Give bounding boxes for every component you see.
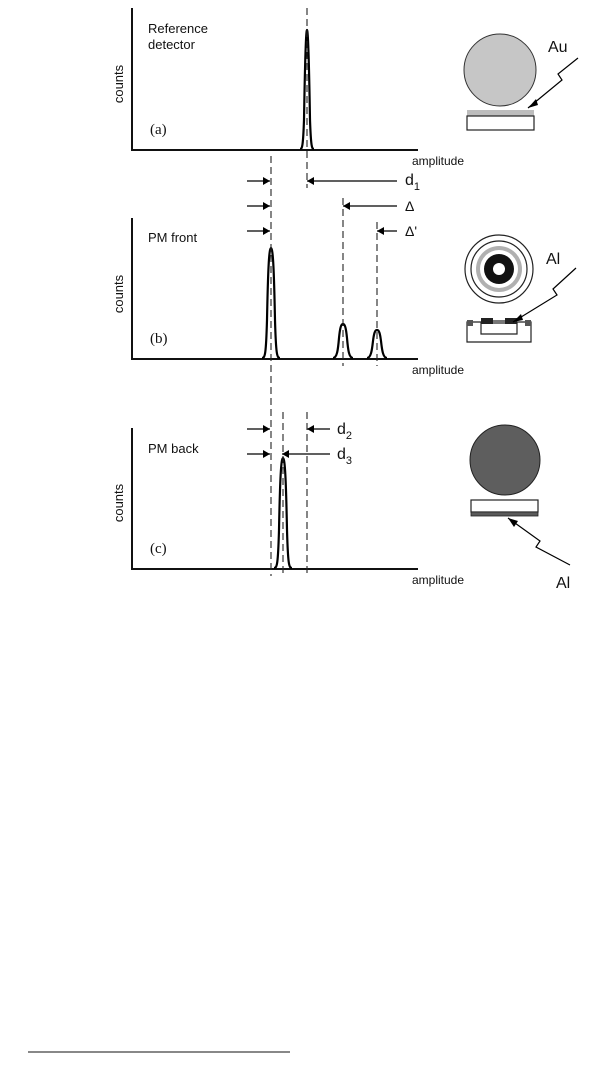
panel-c-detector-disk xyxy=(470,425,540,495)
d3-left-arrowhead xyxy=(263,450,270,458)
d2-label: d2 xyxy=(337,421,352,442)
contact-right-outer xyxy=(525,320,531,326)
d2-left-arrowhead xyxy=(263,425,270,433)
contact-left-inner xyxy=(481,318,493,324)
panel-c-xlabel: amplitude xyxy=(412,573,464,587)
panel-b-detector-rings xyxy=(465,235,533,303)
panel-c-substrate xyxy=(471,500,538,512)
delta-right-arrowhead xyxy=(343,202,350,210)
panel-a-substrate xyxy=(467,116,534,130)
shift-annotations-top: d1 Δ Δ' xyxy=(247,172,420,239)
ring-center xyxy=(493,263,505,275)
panel-a-title-line1: Reference xyxy=(148,21,208,36)
panel-c-beam-arrow xyxy=(508,518,570,565)
cross-section-body xyxy=(467,322,531,342)
panel-c-title: PM back xyxy=(148,441,199,456)
d3-label: d3 xyxy=(337,446,352,467)
delta-prime-right-arrowhead xyxy=(377,227,384,235)
d1-label: d1 xyxy=(405,172,420,193)
shift-annotations-bottom: d2 d3 xyxy=(247,421,352,467)
delta-prime-left-arrowhead xyxy=(263,227,270,235)
panel-c-contact-label: Al xyxy=(556,575,570,592)
d1-right-arrowhead xyxy=(307,177,314,185)
panel-c-al-layer xyxy=(471,512,538,516)
panel-c-ylabel: counts xyxy=(111,483,126,522)
panel-a-contact-label: Au xyxy=(548,39,568,56)
delta-label: Δ xyxy=(405,198,414,214)
panel-b-title: PM front xyxy=(148,230,198,245)
al-layer-center xyxy=(493,320,505,324)
panel-a-detector-disk xyxy=(464,34,536,106)
panel-a-xlabel: amplitude xyxy=(412,154,464,168)
panel-a-ylabel: counts xyxy=(111,64,126,103)
panel-b-letter: (b) xyxy=(150,331,168,347)
panel-a-letter: (a) xyxy=(150,122,167,138)
panel-c-arrowhead xyxy=(508,518,518,527)
panel-a-gold-layer xyxy=(467,110,534,116)
d1-left-arrowhead xyxy=(263,177,270,185)
delta-prime-label: Δ' xyxy=(405,223,417,239)
contact-left-outer xyxy=(467,320,473,326)
panel-a: Reference detector counts (a) amplitude … xyxy=(111,8,578,168)
d2-right-arrowhead xyxy=(307,425,314,433)
panel-b-xlabel: amplitude xyxy=(412,363,464,377)
panel-b-contact-label: Al xyxy=(546,251,560,268)
panel-b-ylabel: counts xyxy=(111,274,126,313)
delta-left-arrowhead xyxy=(263,202,270,210)
panel-a-title-line2: detector xyxy=(148,37,196,52)
panel-b-cross-section xyxy=(467,318,531,342)
panel-c-letter: (c) xyxy=(150,541,167,557)
